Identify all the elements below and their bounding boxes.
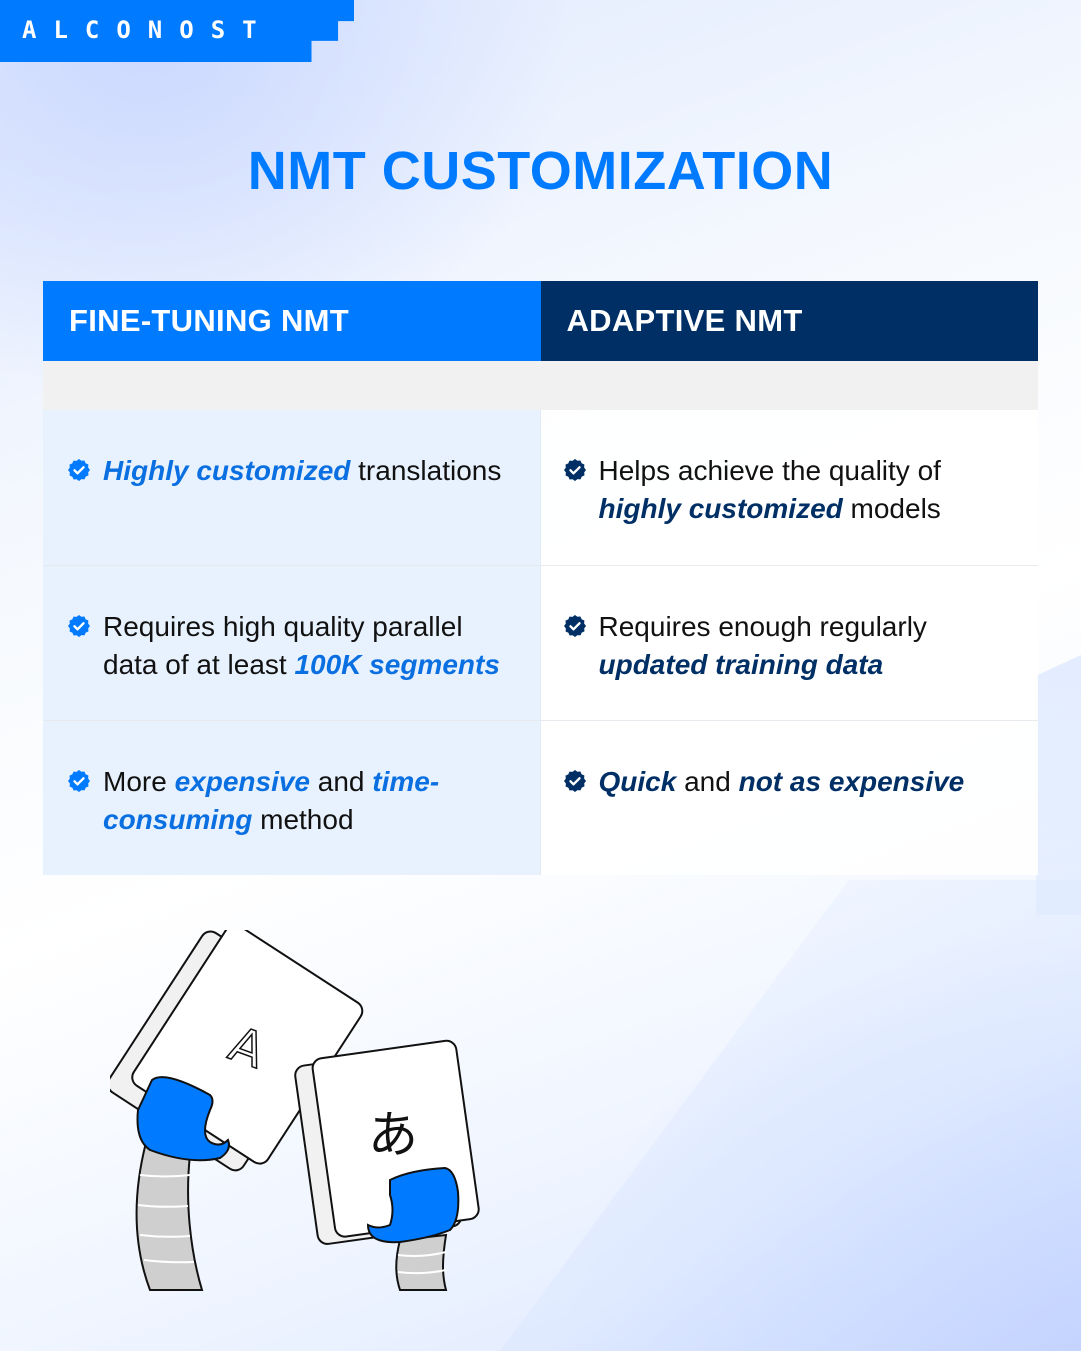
column-header-fine-tuning: FINE-TUNING NMT [43, 281, 541, 361]
cell-adaptive: Requires enough regularly updated traini… [540, 565, 1038, 720]
right-robot-arm [395, 1233, 448, 1291]
check-badge-icon [563, 770, 586, 792]
background-shape [500, 880, 1081, 1351]
item-text: Requires high quality parallel data of a… [103, 608, 520, 684]
left-gripper [136, 1076, 230, 1162]
list-item: More expensive and time-consuming method [67, 763, 520, 839]
plain-text: More [103, 766, 175, 797]
emphasis-text: updated training data [598, 649, 884, 680]
emphasis-text: not as expensive [738, 766, 965, 797]
background-shape [1036, 655, 1081, 915]
comparison-table: FINE-TUNING NMT ADAPTIVE NMT Highly cust… [43, 281, 1038, 875]
plain-text: translations [350, 455, 502, 486]
table-row: Requires high quality parallel data of a… [43, 565, 1038, 720]
column-header-adaptive: ADAPTIVE NMT [540, 281, 1038, 361]
header-spacer-band [43, 361, 1038, 410]
item-text: Highly customized translations [103, 452, 501, 490]
item-text: Requires enough regularly updated traini… [599, 608, 1019, 684]
list-item: Quick and not as expensive [563, 763, 1019, 801]
plain-text: and [310, 766, 373, 797]
right-gripper [366, 1166, 460, 1244]
page-title: NMT CUSTOMIZATION [247, 141, 834, 201]
cell-adaptive: Quick and not as expensive [540, 720, 1038, 875]
table-row: More expensive and time-consuming method… [43, 720, 1038, 875]
plain-text: models [842, 493, 941, 524]
cell-fine-tuning: Requires high quality parallel data of a… [43, 565, 541, 720]
plain-text: Requires high quality parallel data of a… [103, 611, 463, 680]
list-item: Requires high quality parallel data of a… [67, 608, 520, 684]
cell-fine-tuning: More expensive and time-consuming method [43, 720, 541, 875]
check-badge-icon [563, 459, 586, 481]
check-badge-icon [68, 615, 90, 637]
card-ja-glyph: あ [368, 1106, 418, 1164]
list-item: Requires enough regularly updated traini… [563, 608, 1019, 684]
plain-text: Helps achieve the quality of [598, 455, 941, 486]
emphasis-text: expensive [174, 766, 310, 797]
plain-text: and [676, 766, 739, 797]
item-text: Helps achieve the quality of highly cust… [599, 452, 1019, 528]
table-row: Highly customized translations Helps achi… [43, 410, 1038, 565]
emphasis-text: highly customized [598, 493, 843, 524]
check-badge-icon [68, 459, 90, 481]
plain-text: method [252, 804, 354, 835]
check-badge-icon [68, 770, 90, 792]
check-badge-icon [563, 615, 586, 637]
robot-arms-illustration: A あ [110, 930, 480, 1291]
plain-text: Requires enough regularly [598, 611, 927, 642]
list-item: Highly customized translations [67, 452, 520, 490]
table-header: FINE-TUNING NMT ADAPTIVE NMT [43, 281, 1038, 361]
emphasis-text: 100K segments [294, 649, 500, 680]
emphasis-text: Highly customized [103, 455, 351, 486]
item-text: More expensive and time-consuming method [103, 763, 520, 839]
emphasis-text: time-consuming [103, 766, 440, 835]
emphasis-text: Quick [598, 766, 677, 797]
logo-background [0, 0, 354, 62]
left-robot-arm [135, 1133, 204, 1291]
cell-adaptive: Helps achieve the quality of highly cust… [540, 410, 1038, 565]
logo-text: ALCONOST [22, 16, 274, 44]
cell-fine-tuning: Highly customized translations [43, 410, 541, 565]
list-item: Helps achieve the quality of highly cust… [563, 452, 1019, 528]
item-text: Quick and not as expensive [599, 763, 965, 801]
